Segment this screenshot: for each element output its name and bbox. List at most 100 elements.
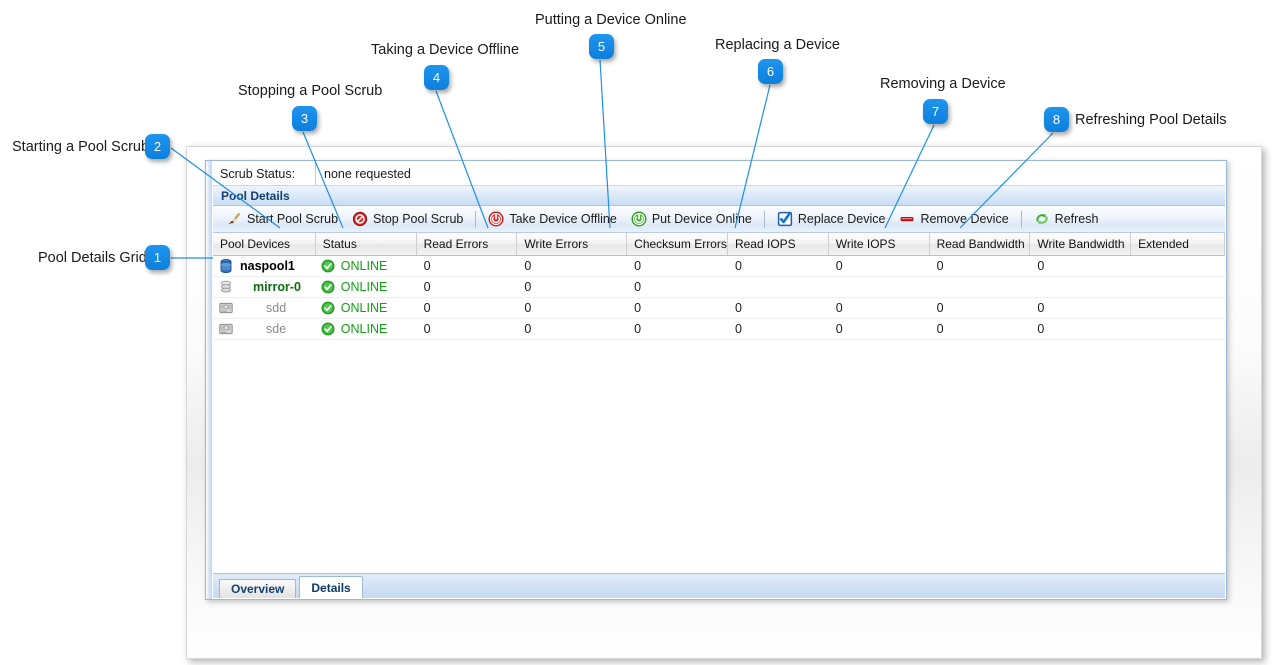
annotation-label: Removing a Device [880,76,1006,92]
cell-read-iops: 0 [734,259,742,273]
cell-read-errors: 0 [423,322,431,336]
annotation-badge[interactable]: 4 [424,65,449,90]
cell-status: ONLINE [316,298,417,318]
annotation-badge[interactable]: 2 [145,134,170,159]
cell-write-bandwidth: 0 [1037,301,1045,315]
put-device-online-label: Put Device Online [651,212,752,226]
device-name: sdd [266,301,287,315]
refresh-green-icon [1034,211,1050,227]
annotation-badge[interactable]: 7 [923,99,948,124]
cell-checksum-errors: 0 [634,259,642,273]
toolbar-separator-3 [1020,210,1022,228]
panel-left-rail [206,161,212,599]
annotation-badge[interactable]: 1 [145,245,170,270]
no-entry-icon [352,211,368,227]
grid-column-header[interactable]: Write IOPS [829,233,930,255]
toolbar-separator-2 [763,210,765,228]
stop-pool-scrub-label: Stop Pool Scrub [373,212,464,226]
table-row[interactable]: sdd ONLINE 0 0 0 0 0 0 0 [213,298,1225,319]
scrub-status-label: Scrub Status: [213,162,316,185]
remove-device-label: Remove Device [920,212,1009,226]
pool-details-toolbar: Start Pool Scrub Stop Pool Scrub [213,206,1225,233]
annotation-badge[interactable]: 5 [589,34,614,59]
grid-column-header[interactable]: Read Errors [417,233,518,255]
grid-column-header[interactable]: Checksum Errors [627,233,728,255]
put-device-online-button[interactable]: Put Device Online [624,208,759,230]
grid-column-header[interactable]: Pool Devices [213,233,316,255]
cell-extended [1131,319,1225,339]
cell-extended [1131,256,1225,276]
brush-icon [226,211,242,227]
device-name: naspool1 [240,259,295,273]
status-badge: ONLINE [340,301,388,315]
remove-device-button[interactable]: Remove Device [892,208,1015,230]
refresh-button[interactable]: Refresh [1027,208,1106,230]
annotation-badge[interactable]: 8 [1044,107,1069,132]
cell-write-errors: 0 [524,322,532,336]
replace-device-label: Replace Device [797,212,886,226]
replace-device-button[interactable]: Replace Device [770,208,893,230]
cell-write-iops [829,277,930,297]
start-pool-scrub-button[interactable]: Start Pool Scrub [219,208,345,230]
device-name: mirror-0 [253,280,301,294]
cell-write-errors: 0 [524,259,532,273]
hard-disk-icon [219,323,233,335]
cell-pool-device: mirror-0 [213,277,316,297]
annotation-label: Replacing a Device [715,37,840,53]
cell-read-bandwidth [930,277,1031,297]
cell-read-bandwidth: 0 [936,301,944,315]
cell-checksum-errors: 0 [634,301,642,315]
annotation-badge[interactable]: 3 [292,106,317,131]
grid-column-header[interactable]: Extended [1131,233,1225,255]
checkbox-blue-icon [777,211,793,227]
cell-read-bandwidth: 0 [936,259,944,273]
cell-checksum-errors: 0 [634,322,642,336]
cell-read-iops: 0 [734,301,742,315]
refresh-label: Refresh [1054,212,1099,226]
annotation-label: Pool Details Grid [38,250,147,266]
cell-extended [1131,298,1225,318]
cell-write-bandwidth: 0 [1037,259,1045,273]
pool-details-panel: Scrub Status: none requested Pool Detail… [205,160,1227,600]
grid-column-header[interactable]: Write Bandwidth [1030,233,1132,255]
scrub-status-row: Scrub Status: none requested [213,162,1225,186]
status-badge: ONLINE [340,322,388,336]
scrub-status-value: none requested [316,162,1225,185]
cell-read-errors: 0 [423,301,431,315]
check-circle-green-icon [321,322,335,336]
power-green-icon [631,211,647,227]
grid-column-header[interactable]: Write Errors [517,233,628,255]
take-device-offline-label: Take Device Offline [509,212,617,226]
cell-write-errors: 0 [524,301,532,315]
take-device-offline-button[interactable]: Take Device Offline [481,208,623,230]
cell-read-iops: 0 [734,322,742,336]
cell-status: ONLINE [316,319,417,339]
cell-write-bandwidth [1030,277,1131,297]
grid-column-header[interactable]: Read IOPS [728,233,829,255]
cell-write-iops: 0 [835,259,843,273]
tab-details[interactable]: Details [299,576,363,598]
check-circle-green-icon [321,301,335,315]
cell-write-iops: 0 [835,301,843,315]
toolbar-separator-1 [475,210,477,228]
cell-pool-device: sde [213,319,316,339]
power-red-icon [488,211,504,227]
hard-disk-icon [219,302,233,314]
stop-pool-scrub-button[interactable]: Stop Pool Scrub [345,208,470,230]
annotation-badge[interactable]: 6 [758,59,783,84]
cell-read-bandwidth: 0 [936,322,944,336]
grid-column-header[interactable]: Status [316,233,417,255]
grid-column-header[interactable]: Read Bandwidth [930,233,1031,255]
cell-read-iops [728,277,829,297]
cell-write-errors: 0 [524,280,532,294]
tab-overview[interactable]: Overview [219,579,297,598]
status-badge: ONLINE [340,280,388,294]
cell-status: ONLINE [316,256,417,276]
cell-write-bandwidth: 0 [1037,322,1045,336]
